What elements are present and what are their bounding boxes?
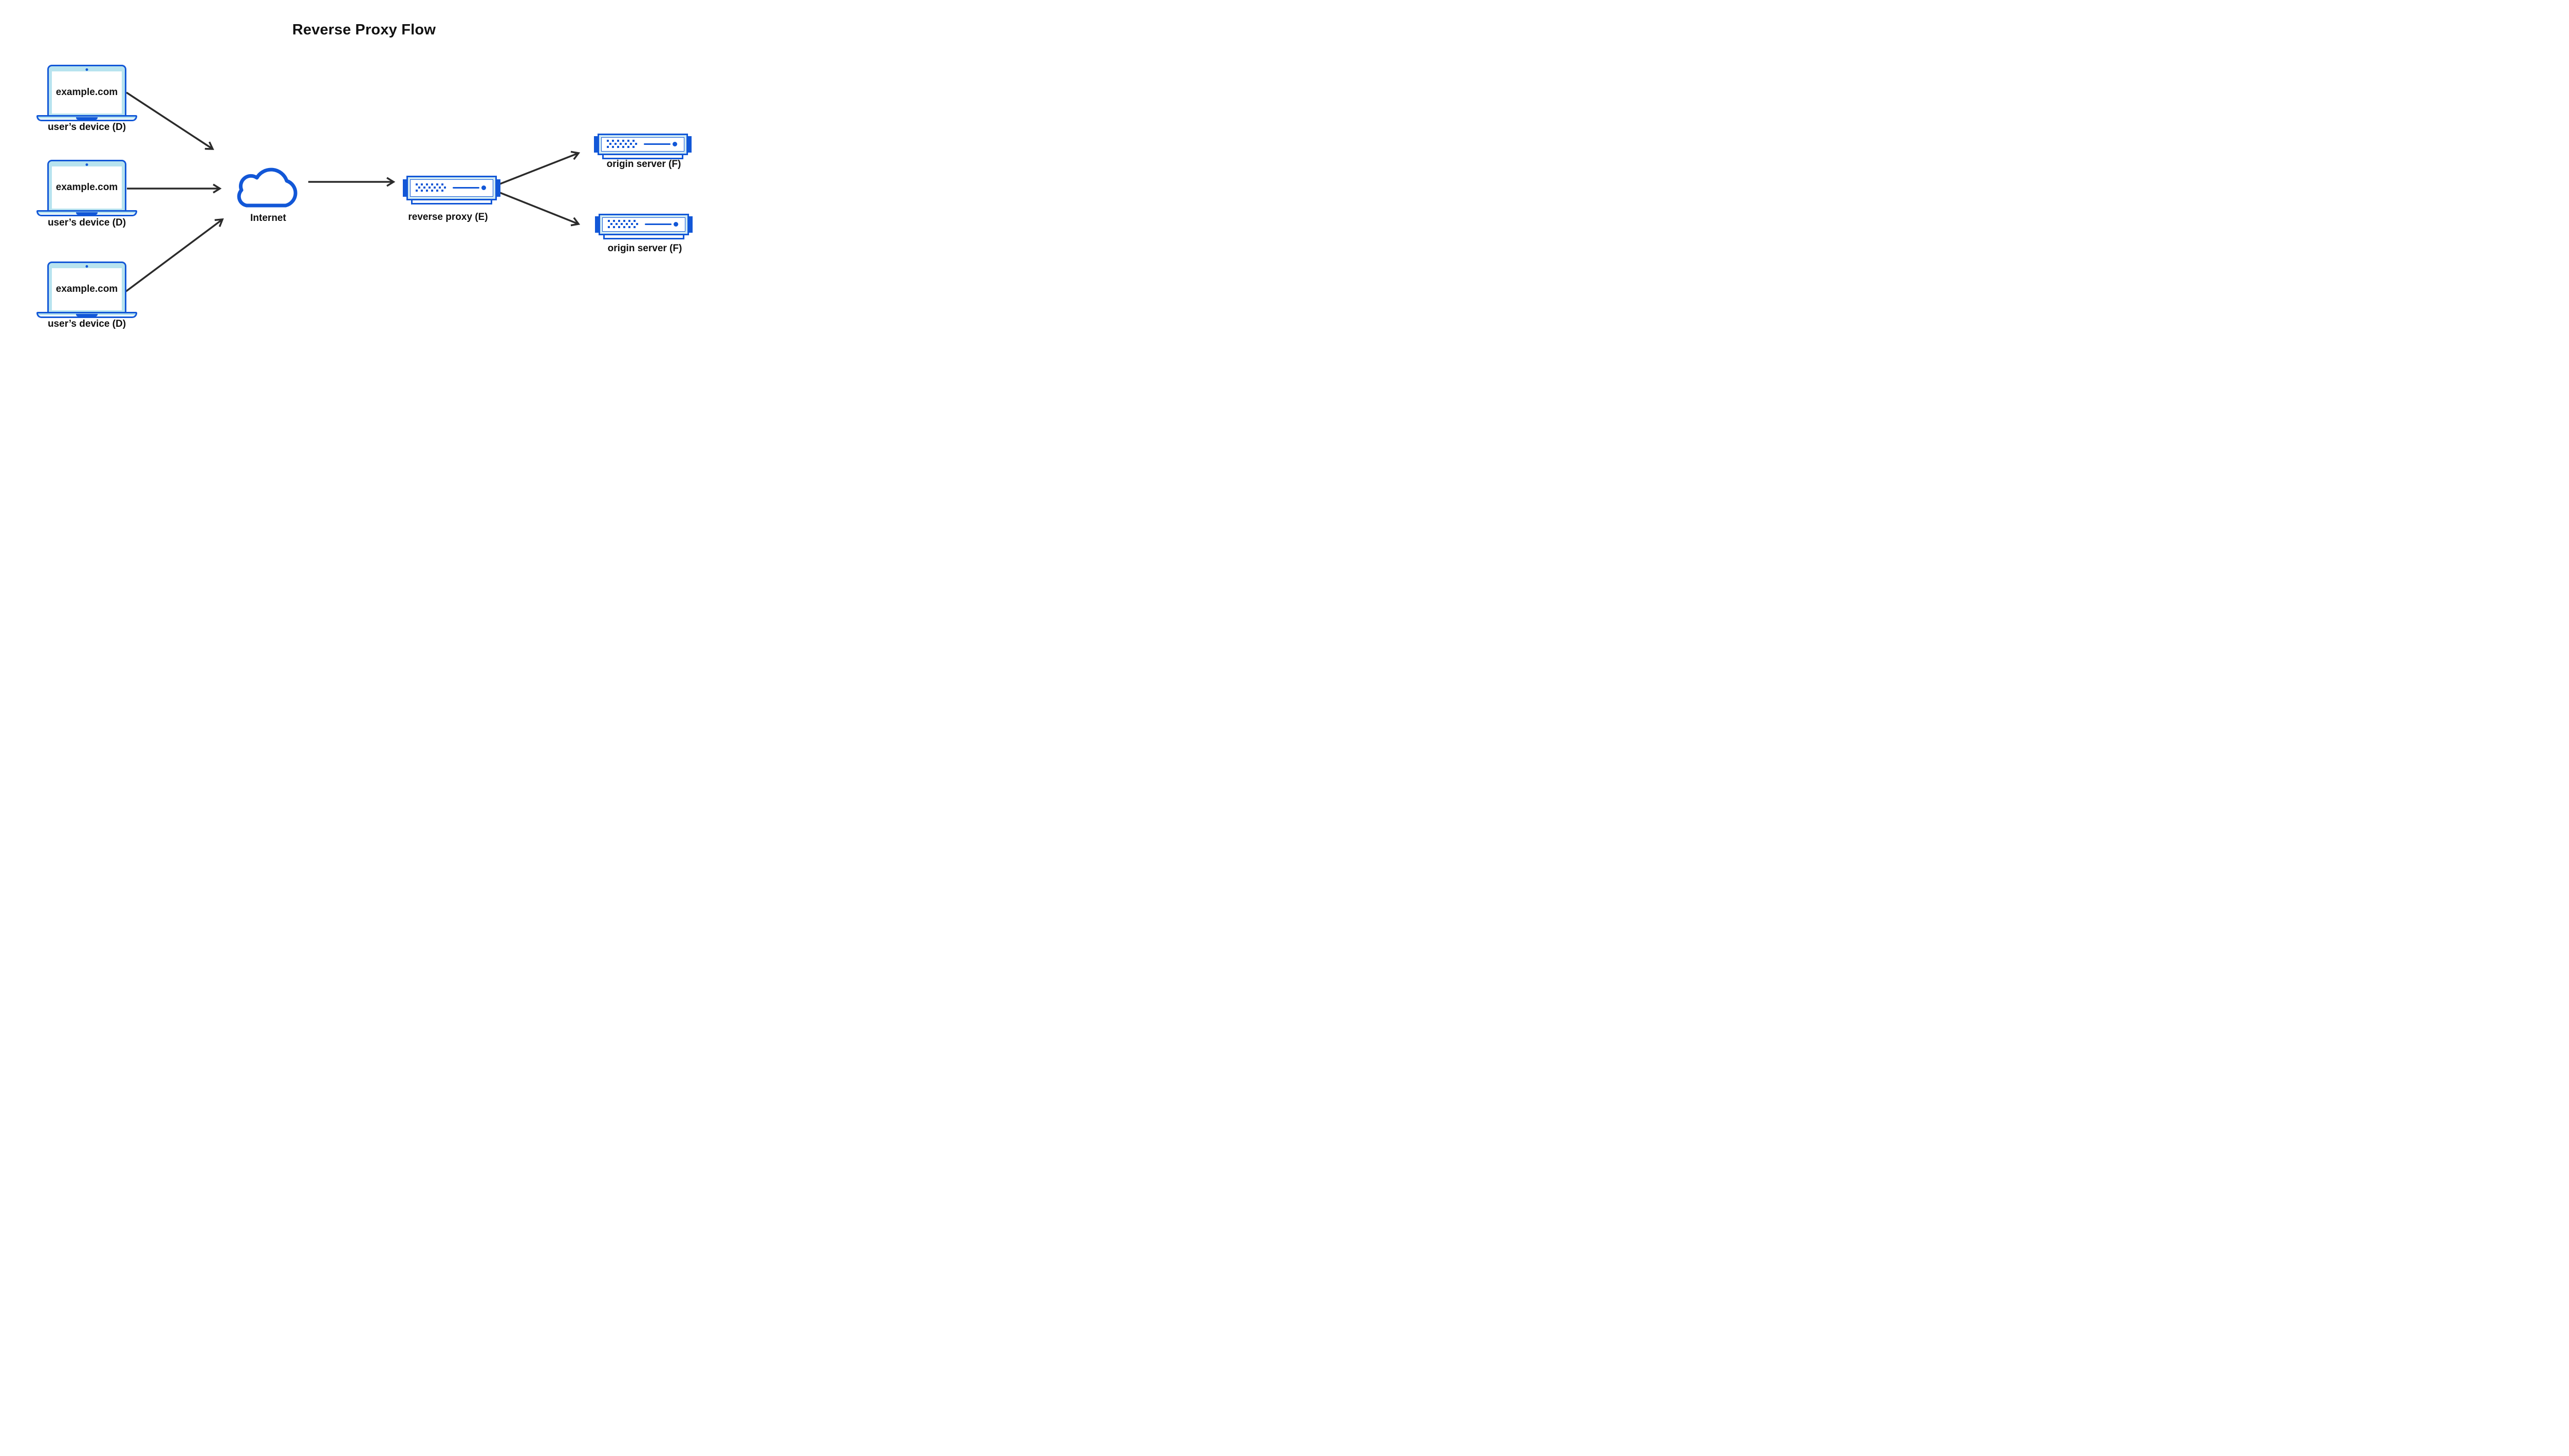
server-vents-icon bbox=[609, 143, 638, 145]
server-right-tab bbox=[496, 179, 500, 197]
laptop-base bbox=[36, 312, 137, 318]
server-slot-line bbox=[645, 223, 672, 225]
server-slot-line bbox=[644, 143, 671, 145]
laptop-camera-icon bbox=[85, 265, 88, 268]
device-label-2: user’s device (D) bbox=[47, 217, 126, 228]
server-power-dot bbox=[673, 142, 677, 146]
origin-server-label-1: origin server (F) bbox=[606, 159, 681, 170]
server-vents-icon bbox=[416, 190, 444, 192]
server-chassis bbox=[599, 214, 689, 235]
server-power-dot bbox=[674, 222, 678, 227]
laptop-lid: example.com bbox=[47, 65, 126, 115]
device-laptop-3: example.com bbox=[36, 262, 137, 318]
server-left-tab bbox=[594, 136, 599, 153]
laptop-lid: example.com bbox=[47, 160, 126, 210]
laptop-screen-url: example.com bbox=[52, 268, 122, 310]
server-faceplate bbox=[601, 137, 684, 152]
server-base-plate bbox=[411, 199, 492, 204]
server-left-tab bbox=[403, 179, 407, 197]
origin-server-label-2: origin server (F) bbox=[607, 243, 682, 254]
internet-cloud-icon bbox=[237, 167, 297, 208]
arrow-proxy-origin1 bbox=[499, 151, 581, 185]
laptop-camera-icon bbox=[85, 163, 88, 166]
arrow-proxy-origin2 bbox=[499, 192, 581, 227]
server-faceplate bbox=[602, 217, 685, 232]
server-chassis bbox=[406, 176, 497, 200]
server-base-plate bbox=[603, 234, 684, 239]
internet-label: Internet bbox=[250, 213, 286, 223]
server-right-tab bbox=[687, 136, 692, 153]
arrow-device3-internet bbox=[124, 218, 224, 293]
server-slot-line bbox=[453, 187, 479, 189]
server-left-tab bbox=[595, 216, 600, 233]
server-faceplate bbox=[410, 179, 493, 197]
device-laptop-2: example.com bbox=[36, 160, 137, 216]
reverse-proxy-label: reverse proxy (E) bbox=[408, 212, 488, 222]
server-vents-icon bbox=[607, 146, 636, 148]
device-label-3: user’s device (D) bbox=[47, 319, 126, 329]
laptop-screen-url: example.com bbox=[52, 71, 122, 114]
server-vents-icon bbox=[608, 220, 637, 222]
laptop-screen-url: example.com bbox=[52, 166, 122, 209]
server-vents-icon bbox=[608, 226, 637, 228]
server-base-plate bbox=[602, 154, 683, 159]
page-title: Reverse Proxy Flow bbox=[292, 22, 436, 38]
server-vents-icon bbox=[416, 183, 444, 185]
server-right-tab bbox=[688, 216, 693, 233]
server-power-dot bbox=[481, 185, 486, 190]
device-label-1: user’s device (D) bbox=[47, 122, 126, 133]
server-chassis bbox=[598, 134, 688, 155]
arrow-device1-internet bbox=[126, 91, 214, 150]
reverse-proxy-icon bbox=[403, 176, 500, 204]
origin-server-icon-1 bbox=[594, 134, 692, 159]
laptop-base bbox=[36, 115, 137, 121]
server-vents-icon bbox=[610, 223, 639, 225]
laptop-notch bbox=[76, 212, 98, 215]
server-vents-icon bbox=[418, 186, 447, 189]
laptop-notch bbox=[76, 117, 98, 120]
laptop-notch bbox=[76, 314, 98, 316]
device-laptop-1: example.com bbox=[36, 65, 137, 121]
laptop-lid: example.com bbox=[47, 262, 126, 312]
laptop-base bbox=[36, 210, 137, 216]
diagram-canvas: Reverse Proxy Flow example.com user’s de… bbox=[0, 0, 728, 364]
server-vents-icon bbox=[607, 140, 636, 142]
origin-server-icon-2 bbox=[595, 214, 693, 239]
laptop-camera-icon bbox=[85, 68, 88, 71]
